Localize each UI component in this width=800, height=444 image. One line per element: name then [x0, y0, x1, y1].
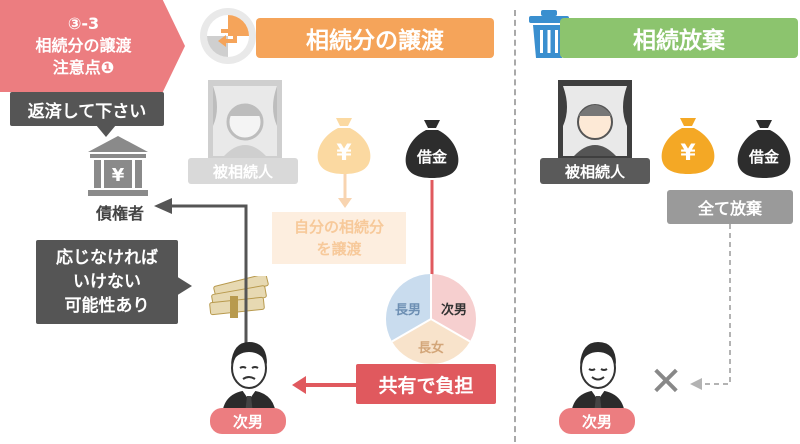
pie-label-second-son: 次男	[441, 302, 467, 318]
must-respond-line2: いけない	[73, 272, 141, 292]
pie-label-eldest-son: 長男	[395, 303, 421, 318]
joint-to-heir-arrow	[292, 376, 358, 394]
bank-yen-symbol: ¥	[112, 165, 125, 186]
cross-mark-icon: ✕	[649, 359, 683, 405]
yen-money-bag-right-icon: ¥	[661, 118, 715, 174]
header-share-transfer: 相続分の譲渡	[256, 18, 494, 58]
creditor-label: 債権者	[96, 204, 145, 223]
decedent-label-right: 被相続人	[540, 158, 650, 184]
debt-bag-label: 借金	[416, 148, 448, 166]
decedent-label: 被相続人	[188, 158, 298, 184]
debt-money-bag-right-icon: 借金	[737, 120, 791, 178]
decedent-portrait-right-icon	[558, 80, 632, 160]
transfer-arrow-icon	[200, 8, 256, 64]
bank-icon: ¥	[88, 136, 148, 196]
step-tag: ③-3 相続分の譲渡 注意点❶	[0, 0, 185, 92]
yen-money-bag-icon: ¥	[317, 118, 371, 174]
decedent-portrait-icon	[208, 80, 282, 160]
step-title: 相続分の譲渡	[35, 36, 132, 55]
trash-can-icon	[529, 10, 569, 58]
creditor-heir-path	[154, 198, 248, 346]
own-share-line2: を譲渡	[316, 240, 362, 258]
callout-pointer	[96, 125, 116, 137]
callout-pointer-right	[176, 276, 192, 296]
own-share-transfer-box: 自分の相続分 を譲渡	[272, 212, 406, 264]
debt-bag-right-label: 借金	[748, 148, 780, 166]
step-number: ③-3	[67, 14, 100, 33]
second-son-avatar-right	[571, 342, 625, 418]
yen-bag-symbol: ¥	[336, 141, 352, 166]
own-share-line1: 自分の相続分	[293, 218, 384, 236]
yen-bag-right-symbol: ¥	[680, 141, 696, 166]
heir-label-left: 次男	[210, 408, 286, 434]
must-respond-callout: 応じなければ いけない 可能性あり	[36, 240, 178, 324]
header-renunciation: 相続放棄	[560, 18, 798, 58]
second-son-avatar	[222, 342, 276, 418]
renounce-dashed-path	[690, 224, 731, 390]
must-respond-line1: 応じなければ	[56, 248, 158, 268]
pie-label-eldest-daughter: 長女	[418, 340, 444, 356]
repay-callout: 返済して下さい	[10, 92, 164, 126]
step-subtitle: 注意点❶	[52, 58, 115, 77]
heir-label-right: 次男	[559, 408, 635, 434]
share-pie: 長男 次男 長女	[385, 274, 477, 365]
debt-money-bag-icon: 借金	[405, 120, 459, 178]
section-divider	[514, 10, 516, 442]
cash-stack-icon	[209, 276, 269, 318]
must-respond-line3: 可能性あり	[64, 296, 150, 316]
debt-to-pie-line	[430, 180, 434, 276]
joint-burden-box: 共有で負担	[356, 364, 496, 404]
down-arrow	[338, 174, 352, 208]
renounce-all-box: 全て放棄	[667, 190, 793, 224]
